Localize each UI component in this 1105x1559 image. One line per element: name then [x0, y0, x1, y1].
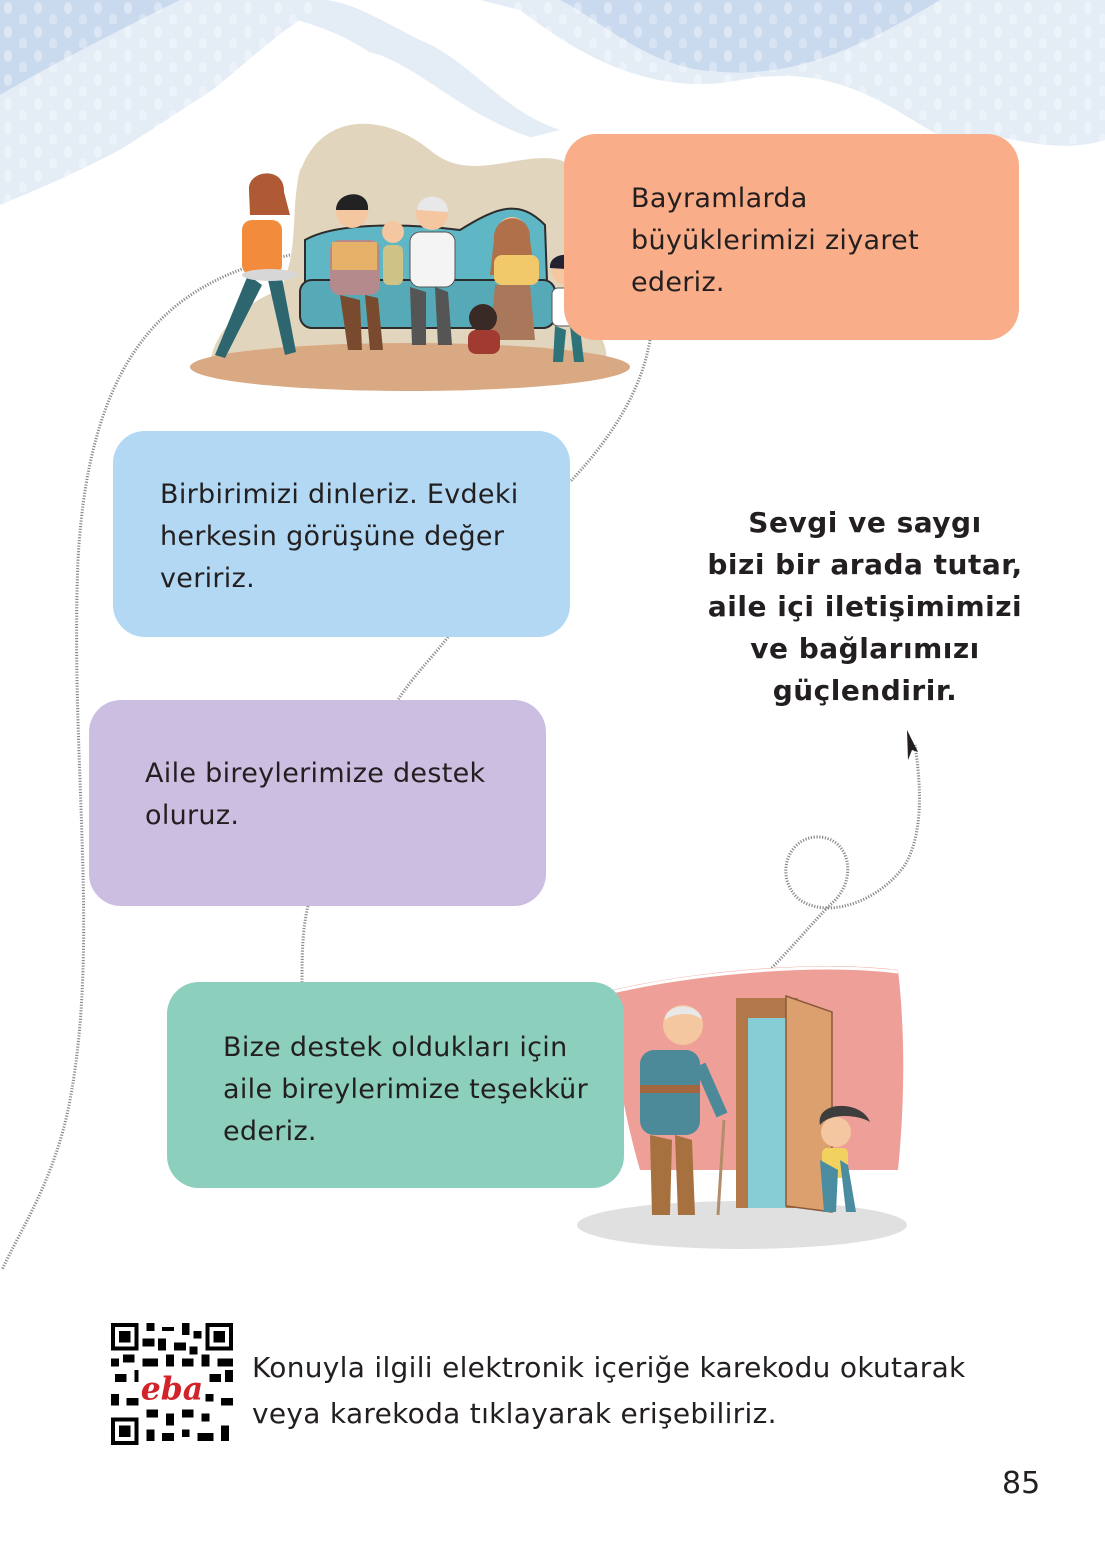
quote-line: ve bağlarımızı — [750, 632, 980, 665]
card-line: Bayramlarda — [631, 183, 808, 214]
card-line: büyüklerimizi ziyaret — [631, 225, 919, 256]
card-line: herkesin görüşüne değer — [160, 521, 505, 552]
footer-line: Konuyla ilgili elektronik içeriğe kareko… — [252, 1351, 966, 1384]
family-illustration — [190, 120, 630, 391]
card-line: Aile bireylerimize destek — [145, 758, 486, 789]
card-listen — [113, 431, 570, 637]
footer-line: veya karekoda tıklayarak erişebiliriz. — [252, 1397, 777, 1430]
grandpa-child-illustration — [577, 966, 907, 1249]
summary-quote: Sevgi ve saygı bizi bir arada tutar, ail… — [700, 502, 1030, 712]
card-line: oluruz. — [145, 800, 240, 831]
card-support-text: Aile bireylerimize destek oluruz. — [145, 753, 485, 837]
card-thank-text: Bize destek oldukları için aile bireyler… — [223, 1027, 588, 1153]
card-line: Birbirimizi dinleriz. Evdeki — [160, 479, 519, 510]
card-visit-elders-text: Bayramlarda büyüklerimizi ziyaret ederiz… — [631, 178, 919, 304]
card-line: veririz. — [160, 563, 255, 594]
qr-code[interactable]: eba — [110, 1323, 234, 1445]
card-line: Bize destek oldukları için — [223, 1032, 568, 1063]
quote-line: aile içi iletişimimizi — [707, 590, 1023, 623]
arrow-head-icon — [907, 730, 918, 760]
qr-instruction: Konuyla ilgili elektronik içeriğe kareko… — [252, 1345, 966, 1437]
quote-line: Sevgi ve saygı — [748, 506, 982, 539]
card-thank — [167, 982, 624, 1188]
card-line: ederiz. — [631, 267, 725, 298]
quote-line: güçlendirir. — [772, 674, 958, 707]
card-support — [89, 700, 546, 906]
card-line: ederiz. — [223, 1116, 317, 1147]
card-listen-text: Birbirimizi dinleriz. Evdeki herkesin gö… — [160, 474, 519, 600]
card-line: aile bireylerimize teşekkür — [223, 1074, 588, 1105]
page-number: 85 — [1002, 1466, 1041, 1501]
eba-logo: eba — [141, 1371, 203, 1408]
quote-line: bizi bir arada tutar, — [707, 548, 1023, 581]
card-visit-elders — [564, 134, 1019, 340]
